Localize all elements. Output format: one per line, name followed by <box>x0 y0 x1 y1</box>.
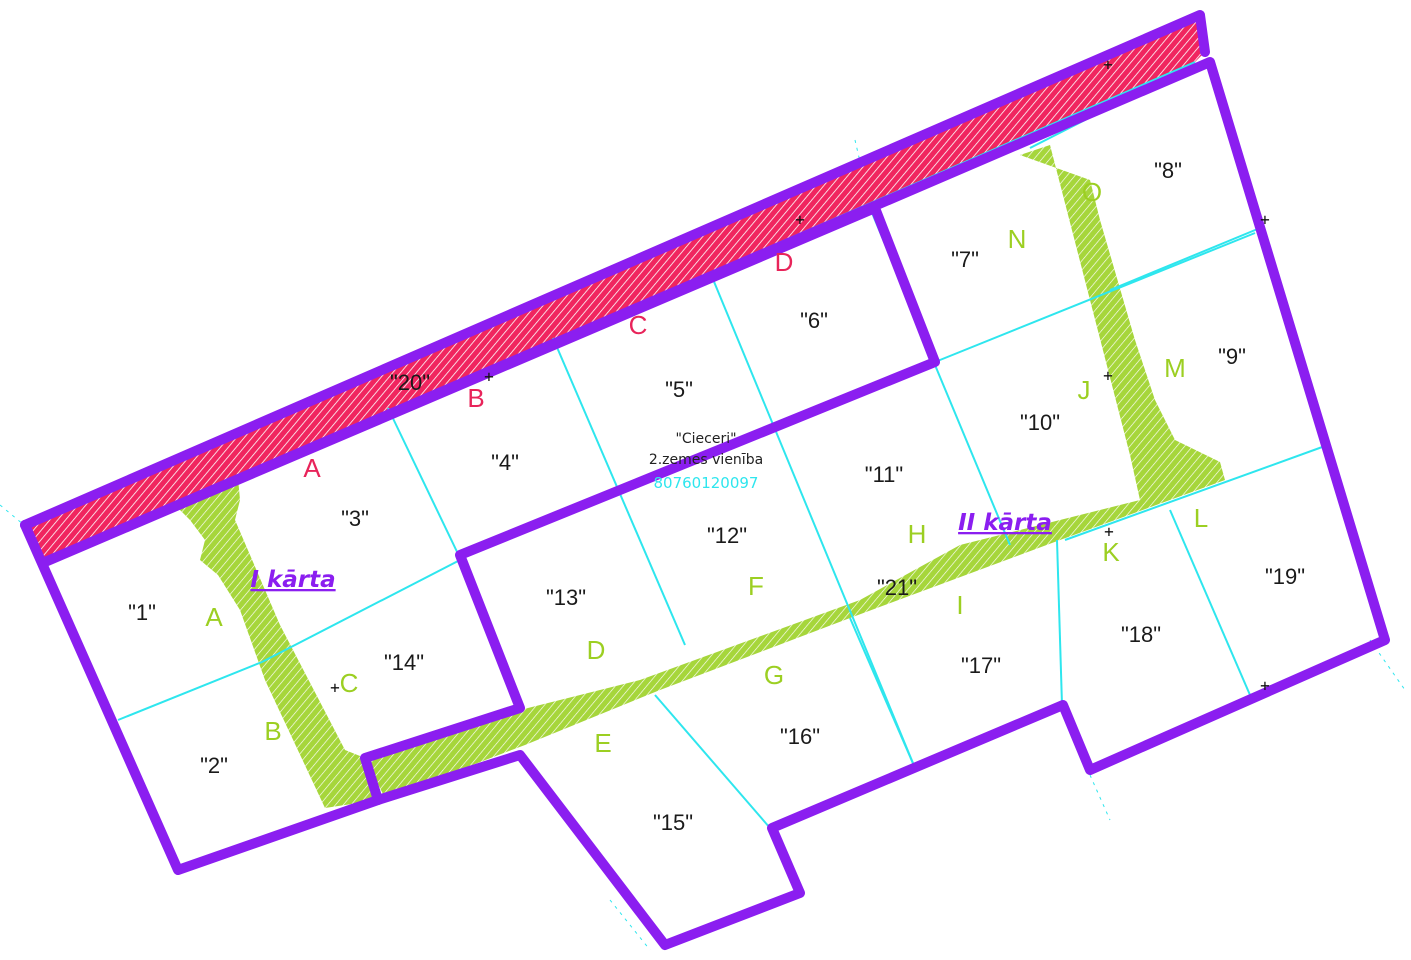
boundary-west <box>20 520 383 875</box>
green-point-c: C <box>340 668 359 698</box>
plot-label-8[interactable]: "8" <box>1154 158 1182 183</box>
plot-labels: "1" "2" "3" "4" "5" "6" "7" "8" "9" "10"… <box>128 158 1305 835</box>
plot-label-2[interactable]: "2" <box>200 753 228 778</box>
survey-mark: + <box>1260 676 1270 695</box>
plot-label-18[interactable]: "18" <box>1121 622 1161 647</box>
plot-label-6[interactable]: "6" <box>800 308 828 333</box>
survey-mark: + <box>1260 210 1270 229</box>
phase-1-label: I kārta <box>250 567 335 593</box>
red-point-d: D <box>775 247 794 277</box>
plot-label-4[interactable]: "4" <box>491 450 519 475</box>
plot-label-15[interactable]: "15" <box>653 810 693 835</box>
plot-label-14[interactable]: "14" <box>384 650 424 675</box>
plot-label-21[interactable]: "21" <box>877 575 917 600</box>
green-point-d: D <box>587 635 606 665</box>
green-point-h: H <box>908 519 927 549</box>
outer-north <box>20 10 1210 530</box>
green-point-g: G <box>764 660 784 690</box>
green-point-a: A <box>205 602 223 632</box>
green-point-b: B <box>264 716 281 746</box>
green-points-east: D E F G H I J K L M N O <box>587 177 1209 758</box>
survey-marks: + + + + + + + + <box>330 55 1270 697</box>
red-point-b: B <box>467 383 484 413</box>
green-point-j: J <box>1078 375 1091 405</box>
property-boundary <box>20 10 1390 950</box>
red-points: A B C D <box>303 247 793 483</box>
plot-label-12[interactable]: "12" <box>707 523 747 548</box>
boundary-1 <box>40 57 1390 950</box>
property-name: "Cieceri" <box>675 431 736 447</box>
phase-2-label: II kārta <box>958 510 1052 536</box>
green-point-m: M <box>1164 353 1186 383</box>
red-point-c: C <box>629 310 648 340</box>
survey-mark: + <box>484 367 494 386</box>
plot-label-17[interactable]: "17" <box>961 653 1001 678</box>
red-point-a: A <box>303 453 321 483</box>
plot-label-16[interactable]: "16" <box>780 724 820 749</box>
plot-label-20[interactable]: "20" <box>390 370 430 395</box>
green-point-k: K <box>1102 537 1120 567</box>
survey-mark: + <box>330 678 340 697</box>
plot-label-3[interactable]: "3" <box>341 506 369 531</box>
plot-label-19[interactable]: "19" <box>1265 564 1305 589</box>
plot-label-10[interactable]: "10" <box>1020 410 1060 435</box>
plot-label-9[interactable]: "9" <box>1218 344 1246 369</box>
survey-mark: + <box>1104 522 1114 541</box>
green-point-f: F <box>748 571 764 601</box>
green-point-n: N <box>1008 224 1027 254</box>
survey-mark: + <box>795 210 805 229</box>
center-label: "Cieceri" 2.zemes vienība 80760120097 <box>649 431 763 492</box>
property-unit: 2.zemes vienība <box>649 452 763 468</box>
road-west <box>175 478 378 808</box>
survey-mark: + <box>1103 55 1113 74</box>
survey-mark: + <box>1103 366 1113 385</box>
plot-label-11[interactable]: "11" <box>865 462 903 487</box>
green-point-i: I <box>956 590 963 620</box>
plot-label-5[interactable]: "5" <box>665 377 693 402</box>
green-point-l: L <box>1194 503 1208 533</box>
plot-label-13[interactable]: "13" <box>546 585 586 610</box>
plot-label-7[interactable]: "7" <box>951 247 979 272</box>
green-point-o: O <box>1082 177 1102 207</box>
green-points-west: A B C <box>205 602 358 746</box>
plot-label-1[interactable]: "1" <box>128 600 156 625</box>
plot-20-strip[interactable] <box>25 15 1205 562</box>
cadastre-number: 80760120097 <box>654 474 759 492</box>
green-point-e: E <box>594 728 611 758</box>
